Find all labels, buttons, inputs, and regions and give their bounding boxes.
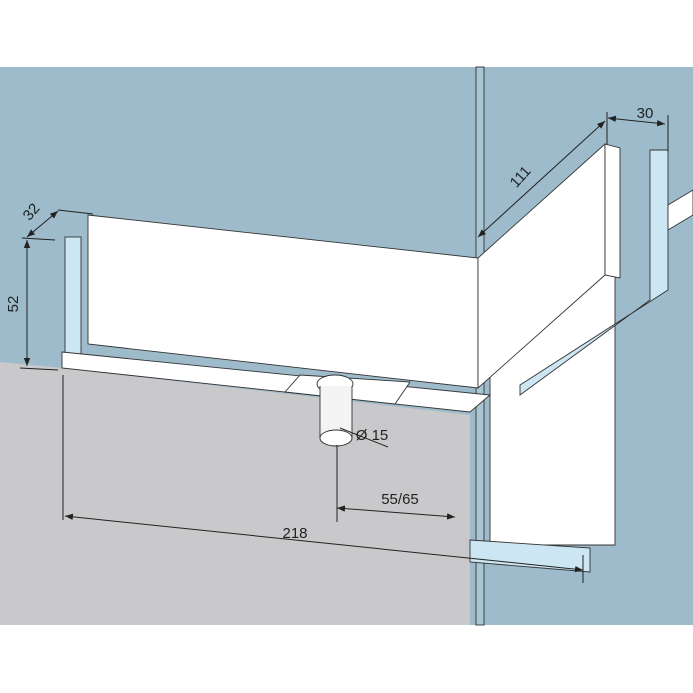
left-glass-channel	[64, 236, 82, 366]
pivot-pin	[316, 374, 354, 447]
dim-label-diameter: Ø 15	[356, 427, 389, 444]
right-channel-end	[667, 189, 693, 231]
right-face-side	[604, 143, 621, 279]
dim-label-offset: 55/65	[381, 491, 419, 508]
dim-label-52: 52	[5, 296, 22, 313]
dim-label-218: 218	[282, 525, 307, 542]
dim-label-30: 30	[637, 105, 654, 122]
dimension-lines	[19, 112, 669, 583]
